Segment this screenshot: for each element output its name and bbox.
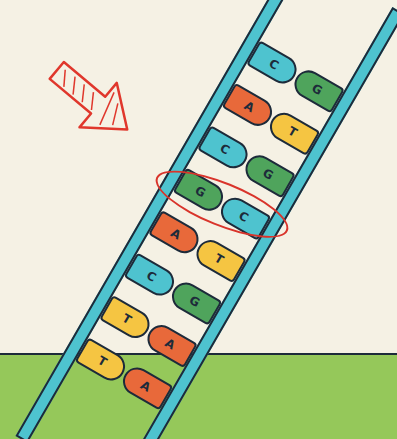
base-letter: A	[138, 378, 153, 395]
base-letter: T	[96, 353, 110, 369]
base-letter: C	[144, 268, 159, 285]
base-letter: C	[218, 141, 233, 158]
base-letter: A	[169, 225, 184, 242]
pointer-arrow	[38, 48, 146, 152]
base-letter: T	[286, 123, 300, 139]
base-letter: G	[310, 80, 326, 97]
base-letter: C	[237, 208, 252, 225]
base-letter: T	[212, 251, 226, 267]
base-letter: C	[267, 56, 282, 73]
base-letter: A	[242, 98, 257, 115]
base-letter: G	[187, 293, 203, 310]
base-letter: G	[193, 183, 209, 200]
base-letter: G	[261, 165, 277, 182]
base-letter: A	[163, 335, 178, 352]
base-letter: T	[120, 310, 134, 326]
